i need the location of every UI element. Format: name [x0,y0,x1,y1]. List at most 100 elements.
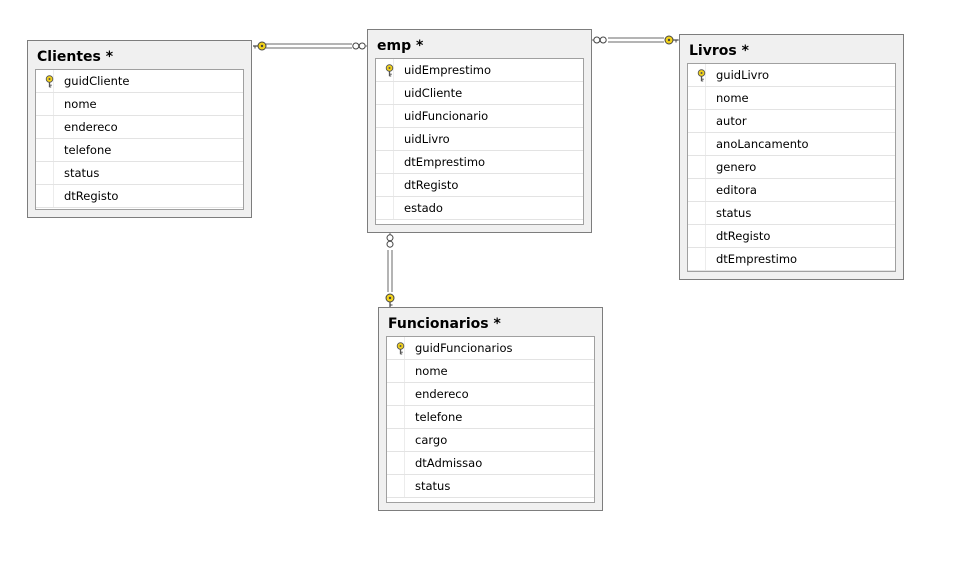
column-name: nome [64,97,97,111]
primary-key-icon [45,75,54,88]
table-funcionarios[interactable]: Funcionarios * guidFuncionarios nome ender… [378,307,603,511]
primary-key-icon [396,342,405,355]
row-selector[interactable] [36,162,54,184]
column-row[interactable]: status [387,475,594,498]
row-selector[interactable] [376,151,394,173]
relationship-livros-emp[interactable] [591,35,680,45]
row-selector[interactable] [688,225,706,247]
column-row[interactable]: dtEmprestimo [376,151,583,174]
column-row[interactable]: cargo [387,429,594,452]
row-selector[interactable] [376,82,394,104]
column-row[interactable]: telefone [387,406,594,429]
column-row[interactable]: nome [36,93,243,116]
column-name: dtEmprestimo [716,252,798,266]
column-name: status [716,206,752,220]
row-selector[interactable] [376,59,394,81]
column-name: guidFuncionarios [415,341,513,355]
column-name: dtRegisto [716,229,771,243]
row-selector[interactable] [376,105,394,127]
column-row[interactable]: dtEmprestimo [688,248,895,271]
column-row[interactable]: dtRegisto [376,174,583,197]
row-selector[interactable] [688,110,706,132]
column-row[interactable]: uidLivro [376,128,583,151]
row-selector[interactable] [688,156,706,178]
column-row[interactable]: guidCliente [36,70,243,93]
column-name: anoLancamento [716,137,809,151]
key-icon [253,41,267,51]
column-name: uidEmprestimo [404,63,492,77]
column-name: cargo [415,433,448,447]
key-icon [664,35,678,45]
column-row[interactable]: endereco [36,116,243,139]
row-selector[interactable] [387,337,405,359]
column-row[interactable]: uidFuncionario [376,105,583,128]
column-row[interactable]: status [688,202,895,225]
column-row[interactable]: estado [376,197,583,220]
column-row[interactable]: endereco [387,383,594,406]
column-row[interactable]: guidFuncionarios [387,337,594,360]
key-icon [385,293,395,307]
row-selector[interactable] [688,64,706,86]
row-selector[interactable] [36,116,54,138]
table-emp[interactable]: emp * uidEmprestimo uidCliente uidFunciona… [367,29,592,233]
row-selector[interactable] [387,360,405,382]
row-selector[interactable] [376,197,394,219]
column-row[interactable]: nome [688,87,895,110]
column-row[interactable]: status [36,162,243,185]
column-row[interactable]: uidEmprestimo [376,59,583,82]
row-selector[interactable] [688,133,706,155]
column-row[interactable]: editora [688,179,895,202]
column-name: status [415,479,451,493]
row-selector[interactable] [36,93,54,115]
column-row[interactable]: anoLancamento [688,133,895,156]
row-selector[interactable] [387,383,405,405]
column-name: status [64,166,100,180]
column-name: endereco [415,387,469,401]
column-name: uidFuncionario [404,109,489,123]
column-row[interactable]: nome [387,360,594,383]
column-name: guidLivro [716,68,770,82]
column-row[interactable]: telefone [36,139,243,162]
column-name: dtEmprestimo [404,155,486,169]
column-name: nome [415,364,448,378]
row-selector[interactable] [36,139,54,161]
column-name: telefone [415,410,463,424]
column-row[interactable]: autor [688,110,895,133]
column-grid: guidFuncionarios nome endereco telefone carg… [386,336,595,503]
row-selector[interactable] [376,174,394,196]
column-row[interactable]: uidCliente [376,82,583,105]
row-selector[interactable] [387,429,405,451]
row-selector[interactable] [36,185,54,207]
row-selector[interactable] [387,406,405,428]
column-name: estado [404,201,443,215]
column-grid: uidEmprestimo uidCliente uidFuncionario uid… [375,58,584,225]
column-row[interactable]: dtAdmissao [387,452,594,475]
row-selector[interactable] [688,202,706,224]
row-selector[interactable] [688,179,706,201]
column-name: dtAdmissao [415,456,483,470]
table-title: emp * [377,38,424,54]
column-row[interactable]: dtRegisto [36,185,243,208]
relationship-funcionarios-emp[interactable] [385,232,395,308]
row-selector[interactable] [36,70,54,92]
table-title: Livros * [689,43,749,59]
table-title: Clientes * [37,49,114,65]
table-title: Funcionarios * [388,316,501,332]
row-selector[interactable] [387,475,405,497]
column-row[interactable]: guidLivro [688,64,895,87]
column-name: uidCliente [404,86,463,100]
column-row[interactable]: dtRegisto [688,225,895,248]
column-row[interactable]: genero [688,156,895,179]
row-selector[interactable] [688,87,706,109]
primary-key-icon [697,69,706,82]
row-selector[interactable] [387,452,405,474]
row-selector[interactable] [688,248,706,270]
column-name: guidCliente [64,74,130,88]
relationship-clientes-emp[interactable] [253,41,368,51]
row-selector[interactable] [376,128,394,150]
